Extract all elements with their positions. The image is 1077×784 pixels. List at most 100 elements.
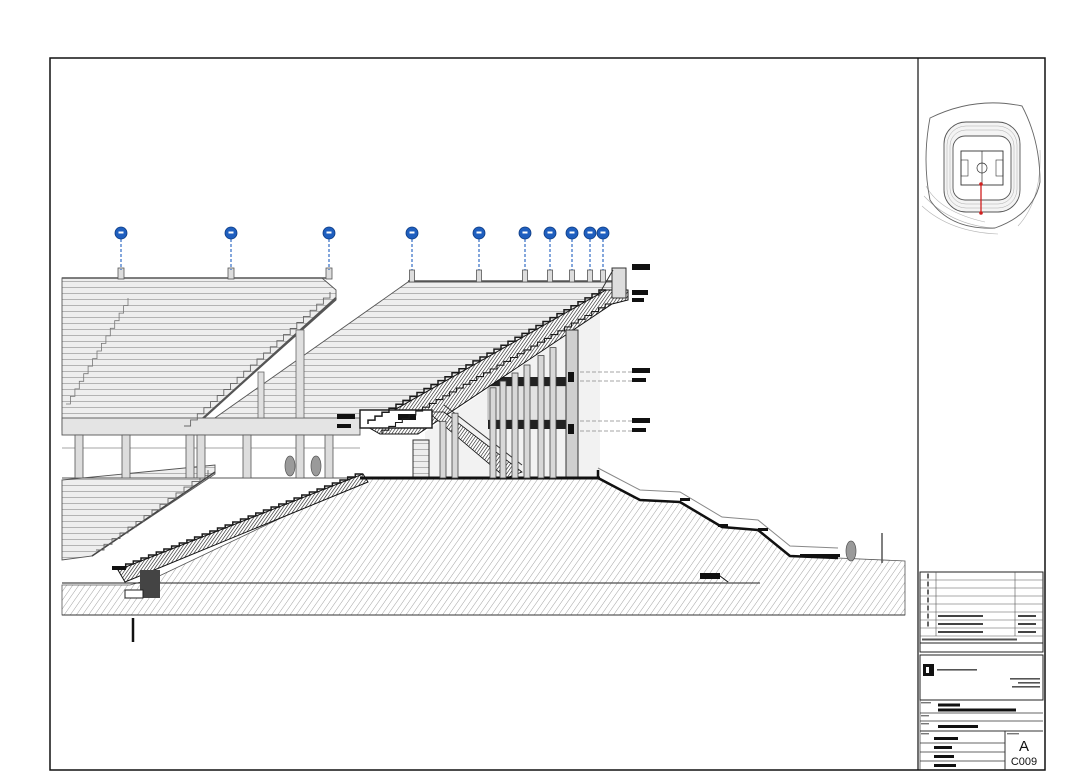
- roof-cantilever: [611, 267, 627, 299]
- office-block-frame: [919, 654, 1044, 701]
- rim-post: [569, 269, 575, 283]
- revision-id-mark: [927, 597, 929, 603]
- grid-bubble: [596, 226, 610, 270]
- stair-core: [412, 439, 430, 479]
- level-marker-icon: [632, 418, 650, 423]
- near-structure-column: [537, 355, 545, 479]
- revision-date-line: [1018, 615, 1036, 617]
- near-structure-column: [489, 387, 497, 479]
- tree-icon: [845, 540, 857, 562]
- info-text-line: [938, 708, 1016, 712]
- grid-bubble: [565, 226, 579, 270]
- pit-structure-opening: [124, 589, 144, 599]
- near-structure-column: [549, 347, 557, 479]
- grid-bubble-label: [409, 231, 415, 234]
- tree-icon: [284, 455, 296, 477]
- near-beam-upper: [488, 377, 576, 386]
- grid-bubble: [224, 226, 238, 270]
- far-upper-tier-front-beam: [187, 297, 337, 433]
- far-lower-tier-riser-profile: [96, 470, 209, 551]
- level-marker-icon: [632, 378, 646, 382]
- near-lower-tier-cut: [117, 473, 369, 583]
- rear-wall: [565, 329, 579, 479]
- grid-bubble: [583, 226, 597, 270]
- info-text-line: [934, 764, 956, 767]
- sheet-revision: A: [1019, 738, 1029, 755]
- level-marker-icon: [337, 414, 355, 419]
- walkway-tag: [758, 528, 768, 531]
- far-upper-tier-post: [295, 329, 305, 419]
- near-upper-tier-soffit-profile: [381, 303, 612, 434]
- key-plan-penalty-area: [995, 159, 1004, 177]
- rim-post: [325, 267, 333, 280]
- field-elevation-tag: [700, 573, 720, 579]
- info-text-line: [921, 715, 929, 717]
- grid-bubble: [322, 226, 336, 270]
- key-plan-contour: [1017, 149, 1041, 227]
- office-address-line: [1012, 686, 1040, 688]
- press-box-window: [398, 414, 416, 420]
- key-plan-site-boundary: [925, 102, 1041, 229]
- rim-post: [227, 267, 235, 280]
- stadium-section: [61, 226, 906, 642]
- office-address-line: [1010, 678, 1040, 680]
- level-marker-icon: [632, 290, 648, 295]
- near-lower-tier-step-profile: [117, 473, 363, 570]
- generated-section-elements: [66, 226, 857, 570]
- revision-description-line: [938, 631, 983, 633]
- grid-bubble-label: [326, 231, 332, 234]
- grid-bubble: [114, 226, 128, 270]
- grid-bubble: [543, 226, 557, 270]
- grid-bubble-label: [600, 231, 606, 234]
- near-structure-column: [523, 364, 531, 479]
- rim-post: [117, 267, 125, 280]
- near-structure-column: [451, 412, 459, 479]
- level-marker-icon: [112, 566, 126, 570]
- key-plan-center-circle: [976, 162, 988, 174]
- revision-id-mark: [927, 589, 929, 595]
- grid-bubble-label: [569, 231, 575, 234]
- rim-post: [547, 269, 553, 283]
- near-upper-tier-cut: [364, 289, 629, 435]
- far-lower-tier-front-edge: [91, 471, 216, 557]
- far-concourse-column: [295, 434, 305, 479]
- key-plan-contour: [925, 185, 986, 223]
- near-upper-tier-step-profile: [367, 289, 606, 424]
- walkway-tag: [718, 524, 728, 527]
- grid-bubble-label: [587, 231, 593, 234]
- grid-bubble: [405, 226, 419, 270]
- key-plan-stand-row: [949, 129, 1015, 205]
- revision-date-line: [1018, 631, 1036, 633]
- revision-table: [919, 571, 1044, 653]
- revision-id-mark: [927, 573, 929, 579]
- roof-cantilever-brace: [597, 269, 614, 297]
- office-name-line: [937, 669, 977, 671]
- grid-bubble-label: [476, 231, 482, 234]
- level-marker-icon: [632, 428, 646, 432]
- far-concourse-column: [196, 434, 206, 479]
- level-marker-icon: [632, 298, 644, 302]
- info-text-line: [934, 746, 952, 749]
- revision-id-mark: [927, 605, 929, 611]
- grid-bubble-label: [547, 231, 553, 234]
- rim-post: [476, 269, 482, 283]
- far-concourse-band: [61, 417, 361, 436]
- grid-bubble-label: [228, 231, 234, 234]
- far-stair-profile: [66, 298, 129, 405]
- far-stands: [61, 277, 627, 561]
- tree-icon: [310, 455, 322, 477]
- far-upper-tier-post: [257, 371, 265, 419]
- far-upper-tier-riser-profile: [184, 292, 331, 427]
- revision-id-mark: [927, 621, 929, 627]
- rear-wall-marker: [568, 424, 574, 434]
- revision-id-mark: [927, 581, 929, 587]
- revision-description-line: [938, 623, 983, 625]
- office-block: [919, 654, 1044, 701]
- level-marker-icon: [632, 264, 650, 270]
- grid-bubble: [472, 226, 486, 270]
- stair-flight: [426, 411, 523, 479]
- near-structure-column: [511, 372, 519, 479]
- info-text-line: [921, 723, 929, 725]
- office-logo-mark: [926, 667, 929, 673]
- key-plan-contour: [921, 205, 999, 235]
